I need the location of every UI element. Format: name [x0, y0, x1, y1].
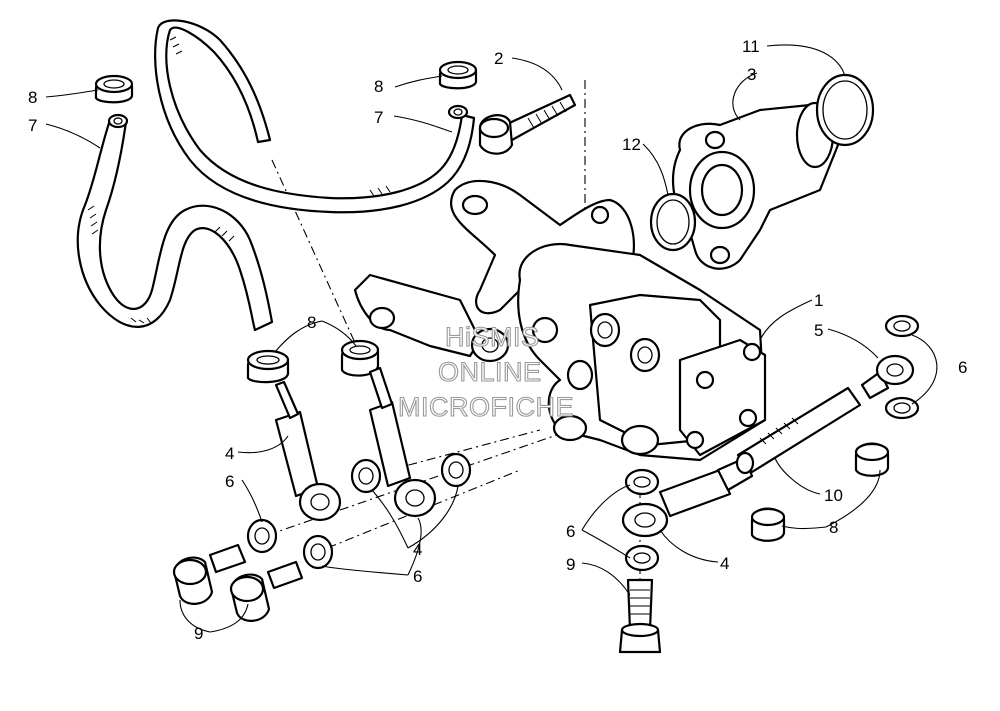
banjo-fitting-right: [621, 456, 754, 538]
callout-2: 2: [494, 49, 503, 68]
hose-clamp-right-a: [854, 442, 890, 477]
callout-10: 10: [824, 486, 843, 505]
oil-tube: [735, 386, 862, 475]
banjo-fitting-small: [860, 354, 915, 400]
hose-clamp-top-left: [94, 74, 134, 104]
callout-numbers: 8 7 8 7 2 11 3 12 1 5 6 8 4 6 4 6 6 9 4 …: [28, 37, 967, 643]
callout-4-right: 4: [720, 554, 729, 573]
banjo-fitting-centre: [368, 366, 437, 518]
callout-6-left: 6: [225, 472, 234, 491]
callout-9-right: 9: [566, 555, 575, 574]
callout-3: 3: [747, 65, 756, 84]
watermark-line-3: MICROFICHE: [398, 392, 574, 422]
callout-8-centre: 8: [307, 313, 316, 332]
watermark: HiSMIS ONLINE MICROFICHE: [397, 321, 574, 422]
banjo-bolt-centre: [229, 560, 304, 622]
callout-12: 12: [622, 135, 641, 154]
oil-pump-assembly: [353, 179, 767, 462]
o-ring-large: [815, 73, 875, 147]
callout-6-right: 6: [958, 358, 967, 377]
callout-1: 1: [814, 291, 823, 310]
callout-7-left: 7: [28, 116, 37, 135]
oil-hose-top: [154, 19, 476, 214]
callout-8-top: 8: [374, 77, 383, 96]
callout-8-right: 8: [829, 518, 838, 537]
leader-lines: [45, 44, 938, 633]
drive-housing: [671, 101, 842, 270]
hose-clamp-right-b: [750, 507, 786, 542]
hose-clamp-centre: [340, 339, 380, 377]
callout-8-top-left: 8: [28, 88, 37, 107]
callout-6-centre: 6: [413, 567, 422, 586]
oil-hose-left: [76, 113, 274, 332]
callout-7-top: 7: [374, 108, 383, 127]
watermark-line-1: HiSMIS: [445, 322, 540, 352]
banjo-bolt-right: [618, 578, 662, 654]
watermark-line-2: ONLINE: [438, 357, 542, 387]
mounting-bolt: [478, 93, 577, 155]
callout-11: 11: [742, 37, 760, 56]
banjo-fitting-left: [274, 380, 342, 522]
callout-9-left: 9: [194, 624, 203, 643]
o-ring-small: [649, 192, 697, 252]
callout-4-centre: 4: [413, 540, 422, 559]
crush-washers: [246, 314, 920, 572]
callout-6-lower: 6: [566, 522, 575, 541]
callout-4-left: 4: [225, 444, 234, 463]
hose-clamp-left: [246, 349, 290, 384]
banjo-bolt-left: [172, 543, 247, 605]
callout-5: 5: [814, 321, 823, 340]
hose-clamp-top-centre: [438, 60, 478, 90]
